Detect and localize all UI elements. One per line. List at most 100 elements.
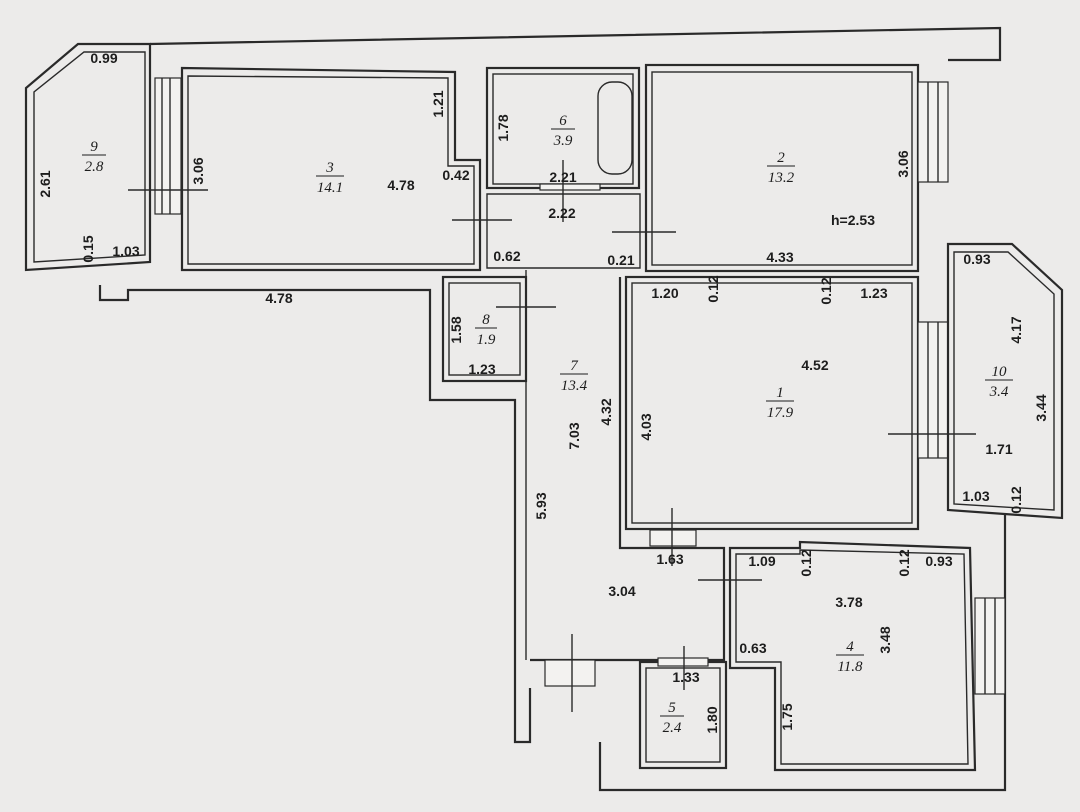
room-3: [128, 66, 512, 272]
room-2-inner: [651, 71, 913, 266]
dimension-label: 0.12: [1008, 486, 1024, 513]
dimension-label: 0.93: [925, 553, 952, 569]
dimension-label: 4.17: [1008, 316, 1024, 343]
room-area: 3.4: [989, 384, 1009, 400]
dimension-label: 1.63: [656, 551, 683, 567]
dimension-label: 7.03: [566, 422, 582, 449]
room-label-9: 9 2.8: [82, 139, 106, 175]
room-3-walls: [180, 66, 482, 272]
dimension-label: 4.78: [265, 290, 292, 306]
room-4-walls: [728, 540, 977, 772]
dimension-label: 5.93: [533, 492, 549, 519]
dimension-label: 1.23: [860, 285, 887, 301]
loggia-9-outline: [24, 42, 152, 272]
dimension-label: 0.62: [493, 248, 520, 264]
room-4: [698, 540, 1006, 772]
room-label-8: 8 1.9: [475, 312, 497, 348]
room-area: 13.4: [561, 378, 588, 394]
dimension-label: 1.75: [779, 703, 795, 730]
room-area: 3.9: [553, 133, 573, 149]
room-number: 7: [570, 358, 579, 374]
top-exterior-wall: [149, 26, 1002, 62]
room-number: 6: [559, 113, 567, 129]
dimension-label: 3.04: [608, 583, 635, 599]
dimension-label: 0.12: [896, 549, 912, 576]
dimension-label: 1.23: [468, 361, 495, 377]
room-6: [485, 66, 641, 222]
dimension-label: 1.21: [430, 90, 446, 117]
room-number: 5: [668, 700, 676, 716]
room-number: 2: [777, 150, 785, 166]
room-label-10: 10 3.4: [985, 364, 1013, 400]
dimension-label: 3.06: [895, 150, 911, 177]
dimension-label: 0.12: [818, 277, 834, 304]
dimension-label: 4.78: [387, 177, 414, 193]
dimension-label: 1.71: [985, 441, 1012, 457]
window-room-2: [917, 81, 949, 183]
room-label-4: 4 11.8: [836, 639, 864, 675]
entrance-door: [544, 659, 596, 687]
dimension-label: 1.33: [672, 669, 699, 685]
dimension-label: 0.12: [705, 275, 721, 302]
room-area: 1.9: [477, 332, 496, 348]
dimension-label: 0.12: [798, 549, 814, 576]
room-5-inner: [645, 667, 721, 763]
room-number: 3: [325, 160, 334, 176]
room-1-walls: [624, 275, 920, 531]
room-area: 11.8: [837, 659, 863, 675]
room-label-2: 2 13.2: [767, 150, 795, 186]
outer-walls: [24, 26, 1007, 792]
room-2-walls: [644, 63, 920, 273]
dimension-label: 3.44: [1033, 394, 1049, 421]
room-area: 13.2: [768, 170, 795, 186]
window-9-3: [154, 77, 182, 215]
window-room-1: [917, 321, 949, 459]
dimension-label: 3.78: [835, 594, 862, 610]
left-perimeter-wall: [98, 285, 532, 744]
room-1: [624, 275, 976, 566]
dimension-label: 2.22: [548, 205, 575, 221]
dimension-label: 0.42: [442, 167, 469, 183]
dimension-label: 4.52: [801, 357, 828, 373]
room-2: [644, 63, 949, 273]
room-label-1: 1 17.9: [766, 385, 794, 421]
dimension-label: 3.48: [877, 626, 893, 653]
room-number: 9: [90, 139, 98, 155]
room-label-5: 5 2.4: [660, 700, 684, 736]
loggia-9-inner: [33, 51, 146, 263]
room-number: 8: [482, 312, 490, 328]
dimension-label: h=2.53: [831, 212, 875, 228]
room-label-3: 3 14.1: [316, 160, 344, 196]
dimension-label: 1.03: [962, 488, 989, 504]
room-area: 2.8: [85, 159, 104, 175]
dimension-label: 2.21: [549, 169, 576, 185]
dimension-label: 4.33: [766, 249, 793, 265]
room-5: [638, 646, 728, 770]
room-number: 10: [992, 364, 1008, 380]
door-1: [649, 529, 697, 547]
dimension-label: 2.61: [37, 170, 53, 197]
room-3-inner: [187, 75, 475, 265]
room-area: 17.9: [767, 405, 794, 421]
dimension-label: 0.15: [80, 235, 96, 262]
dimension-label: 1.78: [495, 114, 511, 141]
dimension-label: 0.93: [963, 251, 990, 267]
room-area: 14.1: [317, 180, 343, 196]
corridor-top: [486, 193, 641, 269]
room-labels: 9 2.8 3 14.1 6 3.9 2 13.2 8 1.9 7 13.4: [82, 113, 1013, 736]
loggia-10-inner: [953, 251, 1055, 511]
dimension-label: 4.32: [598, 398, 614, 425]
loggia-10: [946, 242, 1064, 520]
room-label-6: 6 3.9: [551, 113, 575, 149]
dimension-label: 1.80: [704, 706, 720, 733]
window-room-4: [974, 597, 1006, 695]
dimension-label: 3.06: [190, 157, 206, 184]
room-label-7: 7 13.4: [560, 358, 588, 394]
dimension-label: 1.20: [651, 285, 678, 301]
door-6: [539, 183, 601, 191]
room-8-inner: [448, 282, 521, 376]
room-1-inner: [631, 282, 913, 524]
room-4-inner: [735, 549, 969, 765]
